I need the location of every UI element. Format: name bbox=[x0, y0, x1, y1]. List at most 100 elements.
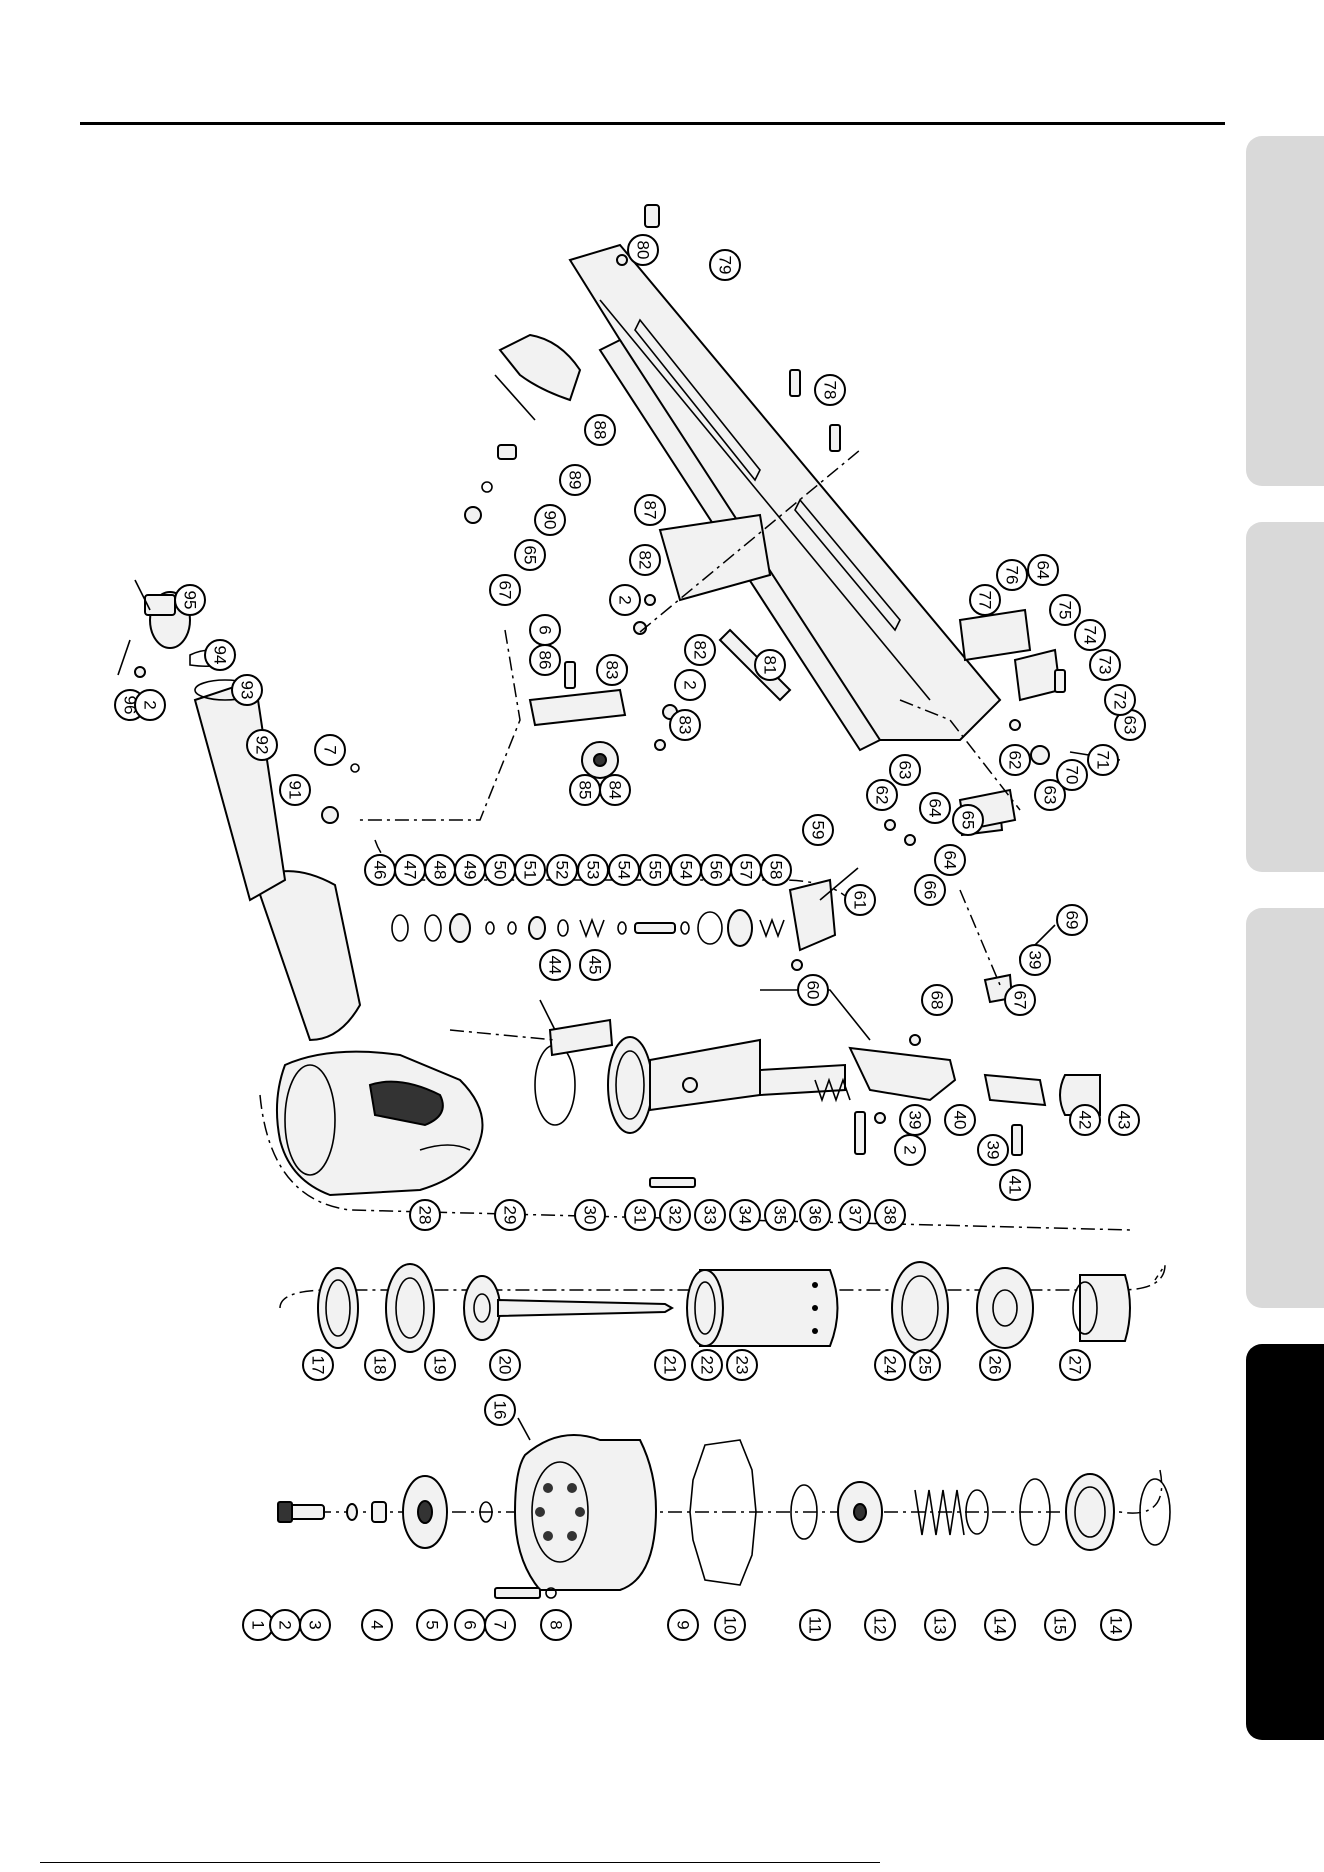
callout-number: 5 bbox=[423, 1620, 442, 1629]
callout-circle bbox=[874, 1199, 906, 1231]
callout-c54a: 54 bbox=[608, 854, 640, 886]
callout-c75: 75 bbox=[1049, 594, 1081, 626]
callout-number: 23 bbox=[733, 1356, 752, 1375]
callout-circle bbox=[314, 734, 346, 766]
callout-number: 11 bbox=[806, 1616, 825, 1634]
callout-circle bbox=[584, 414, 616, 446]
section-tab-3[interactable] bbox=[1246, 908, 1324, 1308]
callout-number: 15 bbox=[1051, 1616, 1070, 1635]
callout-c17: 17 bbox=[302, 1349, 334, 1381]
callout-number: 49 bbox=[461, 861, 480, 880]
callout-number: 48 bbox=[431, 861, 450, 880]
section-tab-4[interactable] bbox=[1246, 1344, 1324, 1740]
callout-c73: 73 bbox=[1089, 649, 1121, 681]
callout-number: 34 bbox=[736, 1206, 755, 1225]
callout-number: 8 bbox=[547, 1620, 566, 1629]
callout-c95: 95 bbox=[174, 584, 206, 616]
magazine bbox=[568, 204, 1121, 846]
callout-number: 83 bbox=[676, 716, 695, 735]
callout-circle bbox=[764, 1199, 796, 1231]
callout-number: 92 bbox=[253, 736, 272, 755]
callout-c7: 7 bbox=[484, 1609, 516, 1641]
callout-c63c: 63 bbox=[1114, 709, 1146, 741]
callout-number: 2 bbox=[681, 680, 700, 689]
callout-number: 26 bbox=[986, 1356, 1005, 1375]
callout-circle bbox=[797, 974, 829, 1006]
callout-c2p: 2 bbox=[134, 689, 166, 721]
callout-c23: 23 bbox=[726, 1349, 758, 1381]
callout-c68: 68 bbox=[921, 984, 953, 1016]
section-tab-1[interactable] bbox=[1246, 136, 1324, 486]
callout-number: 16 bbox=[491, 1401, 510, 1420]
callout-c89: 89 bbox=[559, 464, 591, 496]
section-tab-2[interactable] bbox=[1246, 522, 1324, 872]
callout-circle bbox=[409, 1199, 441, 1231]
callout-circle bbox=[134, 689, 166, 721]
callout-c3: 3 bbox=[299, 1609, 331, 1641]
callout-number: 35 bbox=[771, 1206, 790, 1225]
callout-c54b: 54 bbox=[670, 854, 702, 886]
callout-number: 39 bbox=[1026, 951, 1045, 970]
callout-circle bbox=[1019, 944, 1051, 976]
callout-circle bbox=[1049, 594, 1081, 626]
callout-circle bbox=[909, 1349, 941, 1381]
callout-circle bbox=[416, 1609, 448, 1641]
callout-number: 75 bbox=[1056, 601, 1075, 620]
callout-circle bbox=[1004, 984, 1036, 1016]
callout-c52: 52 bbox=[546, 854, 578, 886]
callout-number: 2 bbox=[141, 700, 160, 709]
callout-circle bbox=[629, 544, 661, 576]
callout-circle bbox=[709, 249, 741, 281]
callout-circle bbox=[979, 1349, 1011, 1381]
callout-number: 14 bbox=[1107, 1616, 1126, 1635]
callout-circle bbox=[1074, 619, 1106, 651]
callout-circle bbox=[596, 654, 628, 686]
callout-number: 77 bbox=[976, 591, 995, 610]
callout-c58: 58 bbox=[760, 854, 792, 886]
callout-number: 71 bbox=[1094, 751, 1113, 770]
callout-circle bbox=[624, 1199, 656, 1231]
callout-number: 2 bbox=[616, 595, 635, 604]
callout-circle bbox=[684, 634, 716, 666]
callout-circle bbox=[802, 814, 834, 846]
callout-c6: 6 bbox=[454, 1609, 486, 1641]
callout-number: 25 bbox=[916, 1356, 935, 1375]
callout-circle bbox=[1069, 1104, 1101, 1136]
callout-number: 6 bbox=[536, 625, 555, 634]
callout-number: 45 bbox=[586, 956, 605, 975]
callout-number: 61 bbox=[851, 891, 870, 910]
callout-number: 63 bbox=[896, 761, 915, 780]
callout-circle bbox=[1056, 904, 1088, 936]
callout-number: 14 bbox=[991, 1616, 1010, 1635]
callout-circle bbox=[494, 1199, 526, 1231]
callout-c59: 59 bbox=[802, 814, 834, 846]
callout-number: 64 bbox=[1034, 561, 1053, 580]
callout-c31: 31 bbox=[624, 1199, 656, 1231]
callout-number: 63 bbox=[1121, 716, 1140, 735]
callout-number: 39 bbox=[984, 1141, 1003, 1160]
callout-number: 40 bbox=[951, 1111, 970, 1130]
callout-c86: 86 bbox=[529, 644, 561, 676]
callout-number: 22 bbox=[698, 1356, 717, 1375]
callout-circle bbox=[279, 774, 311, 806]
callout-circle bbox=[952, 804, 984, 836]
callout-c83a: 83 bbox=[596, 654, 628, 686]
callout-circle bbox=[1059, 1349, 1091, 1381]
callout-number: 74 bbox=[1081, 626, 1100, 645]
callout-circle bbox=[919, 792, 951, 824]
callout-number: 28 bbox=[416, 1206, 435, 1225]
callout-c21: 21 bbox=[654, 1349, 686, 1381]
callout-circle bbox=[999, 1169, 1031, 1201]
callout-circle bbox=[534, 504, 566, 536]
callout-circle bbox=[977, 1134, 1009, 1166]
callout-circle bbox=[866, 779, 898, 811]
callout-circle bbox=[654, 1349, 686, 1381]
callout-number: 32 bbox=[666, 1206, 685, 1225]
callout-number: 90 bbox=[541, 511, 560, 530]
callout-number: 7 bbox=[321, 745, 340, 754]
callout-circle bbox=[799, 1609, 831, 1641]
callout-circle bbox=[489, 1349, 521, 1381]
callout-number: 80 bbox=[634, 241, 653, 260]
callout-number: 68 bbox=[928, 991, 947, 1010]
